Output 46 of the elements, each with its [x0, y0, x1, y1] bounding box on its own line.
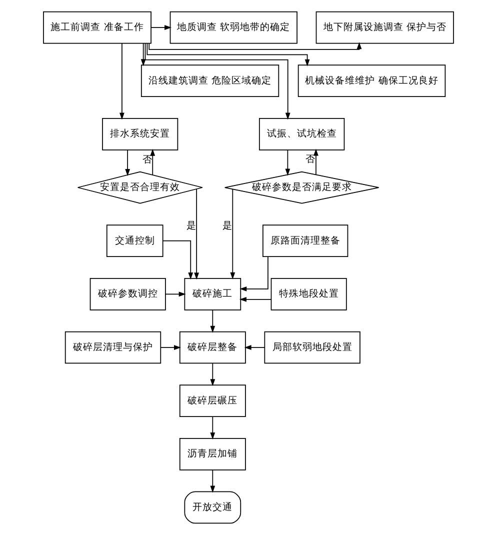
arrow: [210, 470, 215, 493]
arrow: [244, 345, 264, 350]
arrow: [144, 42, 290, 120]
arrow: [238, 296, 272, 302]
node-diamond: 安置是否合理有效: [76, 171, 202, 204]
arrow: [284, 150, 290, 176]
arrow: [146, 42, 310, 66]
arrow: [230, 188, 235, 280]
edge-label: 否: [142, 154, 152, 166]
node-box: 施工前调查 准备工作: [42, 11, 151, 44]
node-box: 地下附属设施调查 保护与否: [315, 11, 454, 44]
node-box: 试振、试坑检查: [258, 118, 344, 150]
node-diamond: 破碎参数是否满足要求: [224, 171, 379, 204]
node-box: 沥青层加铺: [178, 438, 246, 470]
arrow: [119, 42, 124, 120]
arrow: [150, 148, 155, 176]
arrow: [210, 310, 215, 333]
arrow: [150, 25, 172, 30]
node-box: 局部软弱地段处置: [264, 331, 360, 364]
node-box: 破碎层整备: [178, 331, 246, 364]
arrow: [164, 292, 186, 297]
node-box: 沿线建筑调查 危险区域确定: [140, 64, 279, 98]
node-box: 破碎层碾压: [178, 384, 246, 417]
arrow: [140, 43, 146, 66]
edge-label: 是: [186, 220, 196, 232]
node-box: 原路面清理整备: [262, 224, 348, 257]
arrow: [313, 148, 318, 176]
arrow: [160, 345, 180, 350]
node-box: 破碎施工: [184, 278, 241, 310]
node-box: 排水系统安置: [102, 118, 178, 150]
edge-label: 是: [222, 220, 232, 232]
edge-label: 否: [305, 154, 316, 166]
node-box: 破碎层清理与保护: [64, 331, 161, 364]
arrow: [194, 188, 199, 280]
arrow: [124, 150, 130, 176]
node-box: 破碎参数调控: [89, 278, 166, 310]
arrow: [210, 363, 215, 386]
arrow: [162, 240, 193, 280]
node-box: 特殊地段处置: [270, 278, 346, 310]
node-box: 开放交通: [184, 491, 241, 524]
node-box: 地质调查 软弱地带的确定: [169, 11, 297, 44]
arrow: [148, 42, 362, 50]
node-box: 机械设备维维护 确保工况良好: [297, 64, 446, 98]
arrow: [210, 416, 215, 440]
node-box: 交通控制: [106, 224, 163, 257]
arrow: [239, 256, 268, 292]
